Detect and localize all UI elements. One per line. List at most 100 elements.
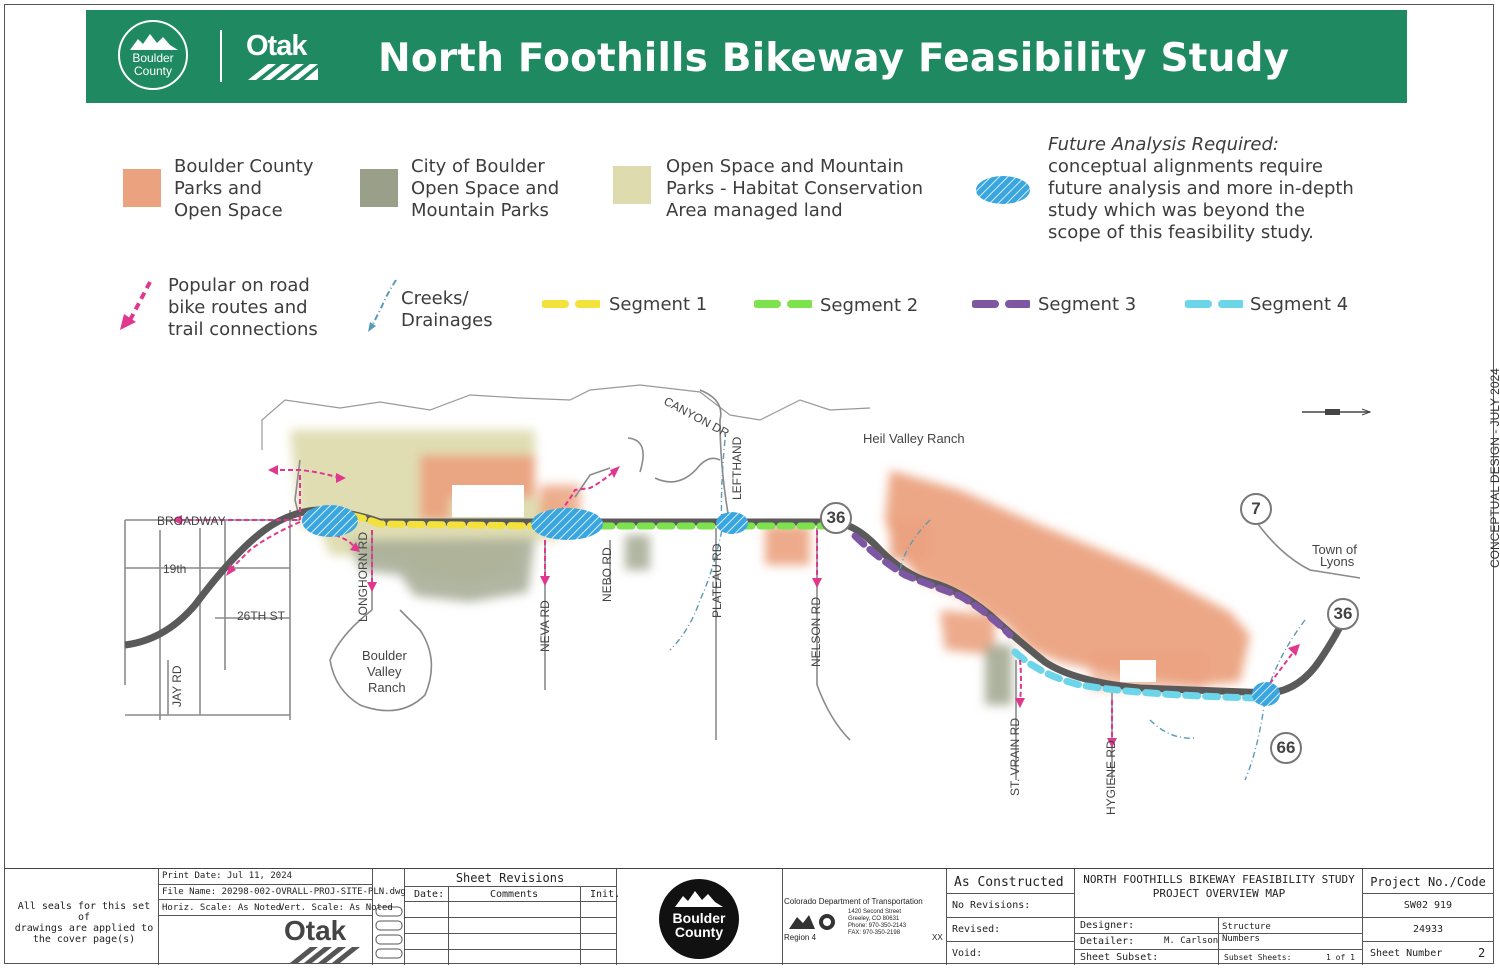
land-cutout [452,485,524,517]
boulder-logo-line1: Boulder [132,51,174,65]
horiz-scale: Horiz. Scale: As Noted [162,903,282,913]
future-analysis-area [716,512,748,534]
legend-text: Open Space and Mountain [666,156,904,177]
map-canvas [124,384,1372,781]
hygiene-rd-label: HYGIENE RD [1104,740,1118,815]
legend-text: Parks - Habitat Conservation [666,178,924,199]
north-arrow-icon [1302,408,1372,416]
structure-label: Structure [1222,922,1271,932]
subset-sheets: Subset Sheets: [1224,953,1292,962]
vert-scale: Vert. Scale: As Noted [279,903,393,913]
project-no: SW02 919 [1403,900,1453,911]
header-divider [220,30,222,82]
plateau-rd-label: PLATEAU RD [710,543,724,618]
land-areas [290,430,1250,705]
legend-text: scope of this feasibility study. [1048,222,1314,243]
boulder-valley-label-2: Valley [367,664,402,679]
boulder-county-swatch [123,169,161,207]
mountain-icon [675,891,723,907]
title-block: All seals for this set of drawings are a… [4,868,1494,965]
print-date: Print Date: Jul 11, 2024 [162,871,293,881]
legend-segment-1: Segment 1 [609,294,708,315]
mountain-icon [130,34,178,50]
cdot-address-line: FAX: 970-350-2198 [848,930,901,936]
segment-4-swatch [1185,300,1243,308]
boulder-logo-line2: County [133,64,173,78]
void: Void: [952,948,983,959]
segment-3-swatch [972,300,1030,308]
legend-text: Drainages [401,310,493,331]
osmp-habitat-swatch [613,166,651,204]
bike-route-arrow-icon [120,281,152,330]
legend-text: future analysis and more in-depth [1048,178,1354,199]
twentysixth-label: 26TH ST [237,609,286,623]
seals-line: drawings are applied to [14,923,154,934]
cdot-xx: XX [932,933,943,942]
otak-stripes-small-icon [290,947,360,963]
st-vrain-rd-label: ST. VRAIN RD [1008,717,1022,796]
legend-osmp-habitat: Open Space and Mountain Parks - Habitat … [666,156,923,222]
lefthand-label: LEFTHAND [730,436,744,500]
seals-note: All seals for this set of drawings are a… [12,901,156,945]
seals-line: All seals for this set of [17,901,151,923]
rev-comments-header: Comments [490,889,539,900]
boulder-valley-label-1: Boulder [362,648,407,663]
cdot-address-line: 1420 Second Street [848,909,902,915]
future-analysis-area [531,508,603,540]
neva-rd-label: NEVA RD [538,600,552,652]
otak-logo-small: Otak [284,915,347,946]
jay-rd-label: JAY RD [170,665,184,707]
revision-bubbles [375,906,403,959]
seals-line: the cover page(s) [32,934,136,945]
legend-text: Open Space [174,200,283,221]
no-revisions: No Revisions: [952,900,1031,911]
legend-text: Open Space and [411,178,560,199]
segment-1-swatch [542,300,600,308]
bike-connection-arrowheads [172,465,1300,748]
lyons-label-1: Town of [1312,542,1357,557]
legend-boulder-county: Boulder County Parks and Open Space [174,156,314,222]
design-status-text: CONCEPTUAL DESIGN - JULY 2024 [1488,368,1500,568]
terrain-line [261,384,871,450]
segment-4-route [1011,648,1259,702]
legend-text: Area managed land [666,200,843,221]
page-title: North Foothills Bikeway Feasibility Stud… [378,36,1290,81]
subset-sheets-value: 1 of 1 [1326,953,1355,962]
cdot-region: Region 4 [784,933,817,942]
sheet-number: 2 [1478,946,1486,960]
heil-valley-label: Heil Valley Ranch [863,431,965,446]
rev-init-header: Init. [590,889,621,900]
creek-arrow-icon [368,279,397,332]
rev-date-header: Date: [414,889,445,900]
legend-segment-2: Segment 2 [820,295,919,316]
longhorn-rd-label: LONGHORN RD [356,531,370,622]
drawing-frame [4,4,1494,964]
numbers-label: Numbers [1222,934,1260,944]
sheet-number-label: Sheet Number [1370,948,1443,959]
legend-text: Popular on road [168,275,310,296]
legend-city-osmp: City of Boulder Open Space and Mountain … [411,156,559,222]
as-constructed: As Constructed [954,875,1064,890]
boulder-valley-label-3: Ranch [368,680,406,695]
legend-text: Parks and [174,178,262,199]
project-no-label: Project No./Code [1370,875,1486,889]
creeks [669,439,1306,781]
us36-shield: 36 [820,502,852,534]
legend-segment-3: Segment 3 [1038,294,1137,315]
legend-segment-4: Segment 4 [1250,294,1349,315]
nebo-rd-label: NEBO RD [600,547,614,602]
future-analysis-area [1252,682,1280,706]
future-analysis-hatch-icon [976,176,1030,204]
legend-text: Mountain Parks [411,200,549,221]
legend-creeks: Creeks/ Drainages [401,288,493,332]
detailer: Detailer: [1080,936,1135,947]
legend-text: conceptual alignments require [1048,156,1323,177]
legend-popular-routes: Popular on road bike routes and trail co… [168,275,318,341]
legend-text: Creeks/ [401,288,469,309]
legend-text: City of Boulder [411,156,545,177]
legend-heading: Future Analysis Required: [1048,134,1279,155]
otak-stripes-icon [248,64,318,80]
future-analysis-area [302,505,358,537]
lyons-label-2: Lyons [1320,554,1355,569]
legend-text: trail connections [168,319,318,340]
